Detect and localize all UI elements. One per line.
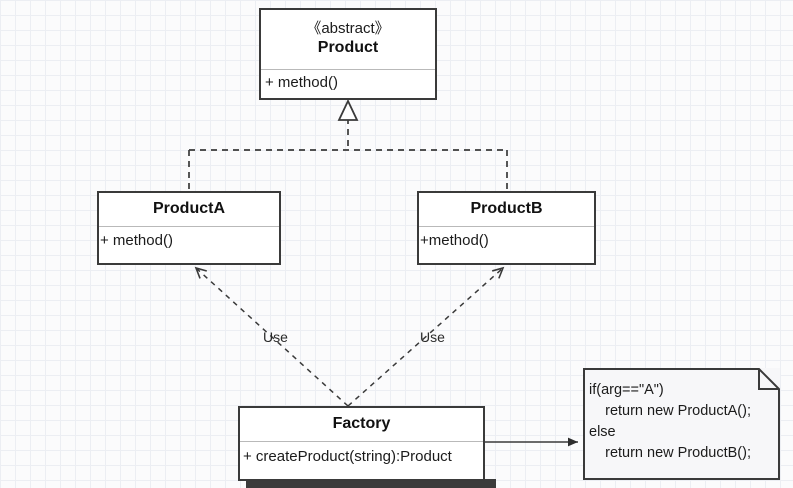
class-member-productB-0: +method() bbox=[420, 232, 489, 249]
class-members-productB: +method() bbox=[419, 227, 594, 263]
class-member-factory-0: + createProduct(string):Product bbox=[243, 448, 452, 465]
class-members-product: + method() bbox=[261, 70, 435, 100]
note-text: if(arg=="A") return new ProductA(); else… bbox=[589, 382, 751, 462]
class-name-productA: ProductA bbox=[153, 200, 225, 218]
class-members-productA: + method() bbox=[99, 227, 279, 263]
class-member-product-0: + method() bbox=[265, 74, 338, 91]
class-name-product: Product bbox=[317, 39, 379, 57]
realization-triangle bbox=[337, 98, 359, 121]
edge-label-use-right: Use bbox=[420, 329, 445, 345]
note-shape bbox=[583, 368, 780, 480]
class-box-productA[interactable]: ProductA + method() bbox=[97, 191, 281, 265]
edge-label-use-left: Use bbox=[263, 329, 288, 345]
class-box-factory[interactable]: Factory + createProduct(string):Product bbox=[238, 406, 485, 481]
class-members-factory: + createProduct(string):Product bbox=[240, 442, 483, 479]
class-box-productB[interactable]: ProductB +method() bbox=[417, 191, 596, 265]
class-name-factory: Factory bbox=[332, 415, 391, 433]
class-header-factory: Factory bbox=[240, 408, 483, 442]
dependency-line-productA bbox=[194, 266, 349, 407]
class-header-productA: ProductA bbox=[99, 193, 279, 227]
class-member-productA-0: + method() bbox=[100, 232, 173, 249]
dependency-line-productB bbox=[347, 266, 505, 407]
class-header-productB: ProductB bbox=[419, 193, 594, 227]
class-name-productB: ProductB bbox=[470, 200, 543, 218]
class-header-product: 《abstract》 Product bbox=[261, 10, 435, 70]
class-stereotype-product: 《abstract》 bbox=[306, 19, 390, 37]
realization-tree bbox=[188, 118, 508, 191]
class-box-product[interactable]: 《abstract》 Product + method() bbox=[259, 8, 437, 100]
factory-shadow-bar bbox=[246, 479, 496, 488]
note-box-factory[interactable]: if(arg=="A") return new ProductA(); else… bbox=[583, 368, 780, 480]
